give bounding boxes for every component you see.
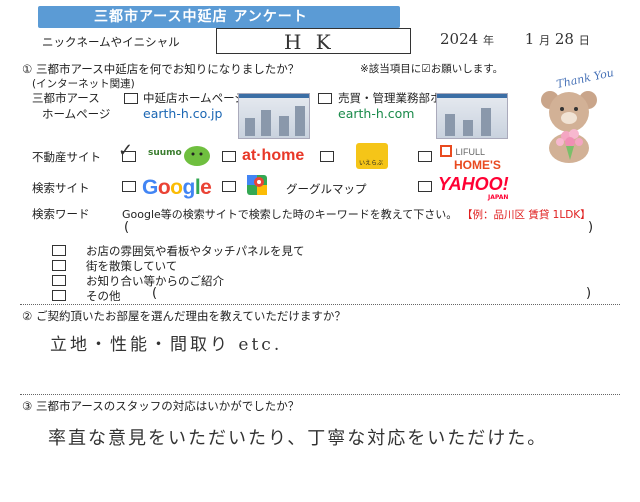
homepage-label-2: ホームページ	[42, 107, 111, 121]
survey-date: 2024 年 1 月 28 日	[440, 30, 590, 48]
sales-homepage-url[interactable]: earth-h.com	[338, 106, 415, 121]
checkbox-google-maps[interactable]	[222, 181, 236, 192]
checkbox-sales-homepage[interactable]	[318, 93, 332, 104]
nickname-field[interactable]	[216, 28, 411, 54]
nickname-label: ニックネームやイニシャル	[42, 35, 180, 49]
survey-title-band: 三都市アース中延店 アンケート	[38, 6, 400, 28]
google-maps-icon	[246, 174, 268, 201]
lifull-top-text: LIFULL	[455, 147, 486, 157]
realestate-label: 不動産サイト	[32, 150, 101, 164]
search-site-label: 検索サイト	[32, 181, 90, 195]
checkbox-note: ※該当項目に☑お願いします。	[360, 63, 504, 75]
survey-title: 三都市アース中延店 アンケート	[94, 9, 308, 25]
checkbox-suumo[interactable]	[122, 151, 136, 162]
thank-you-bear-illustration	[522, 70, 622, 165]
google-maps-label: グーグルマップ	[286, 182, 367, 196]
ieshil-logo: いえらぶ	[356, 143, 388, 169]
athome-logo: at·home	[242, 147, 305, 164]
question-3-answer[interactable]: 率直な意見をいただいたり、丁寧な対応をいただけた。	[48, 428, 548, 449]
search-keyword-instruction: Google等の検索サイトで検索した時のキーワードを教えて下さい。	[122, 208, 458, 221]
lifull-bottom-text: HOME'S	[454, 158, 501, 172]
yahoo-logo: YAHOO!	[438, 174, 509, 194]
date-month-unit: 月	[539, 34, 551, 47]
option-referral: お知り合い等からのご紹介	[86, 274, 224, 288]
keyword-paren-open: (	[124, 220, 130, 235]
suumo-text: suumo	[148, 148, 182, 158]
question-1: ① 三都市アース中延店を何でお知りになりましたか？	[22, 62, 300, 76]
search-keyword-label: 検索ワード	[32, 207, 90, 221]
section-divider-1	[20, 304, 620, 305]
suumo-logo: suumo	[148, 145, 214, 167]
shop-homepage-label: 中延店ホームページ	[143, 91, 246, 105]
keyword-answer-field[interactable]	[134, 222, 584, 236]
option-walking: 街を散策していて	[86, 259, 178, 273]
suumo-checkmark: ✓	[118, 140, 134, 161]
ieshil-text: いえらぶ	[359, 160, 384, 167]
checkbox-ieshil[interactable]	[320, 151, 334, 162]
option-other: その他	[86, 289, 121, 303]
other-paren-open: (	[152, 286, 158, 301]
date-month: 1	[524, 30, 535, 48]
checkbox-shop-homepage[interactable]	[124, 93, 138, 104]
option-store-atmosphere: お店の雰囲気や看板やタッチパネルを見て	[86, 244, 305, 258]
question-3: ③ 三都市アースのスタッフの対応はいかがでしたか？	[22, 399, 300, 413]
checkbox-athome[interactable]	[222, 151, 236, 162]
other-answer-field[interactable]	[162, 288, 582, 302]
yahoo-japan-text: JAPAN	[488, 194, 509, 201]
keyword-paren-close: )	[588, 220, 594, 235]
checkbox-google[interactable]	[122, 181, 136, 192]
question-2-answer[interactable]: 立地・性能・間取り etc.	[50, 335, 283, 355]
checkbox-other[interactable]	[52, 290, 66, 301]
question-2: ② ご契約頂いたお部屋を選んだ理由を教えていただけますか？	[22, 309, 346, 323]
search-keyword-example: 【例：品川区 賃貸 1LDK】	[462, 209, 591, 221]
question-1-sub: (インターネット関連)	[32, 78, 135, 90]
date-day-unit: 日	[578, 34, 590, 47]
other-paren-close: )	[586, 286, 592, 301]
shop-homepage-url[interactable]: earth-h.co.jp	[143, 106, 223, 121]
lifull-homes-logo: LIFULL HOME'S	[440, 145, 501, 172]
checkbox-yahoo[interactable]	[418, 181, 432, 192]
date-year: 2024	[440, 30, 479, 48]
checkbox-store-atmosphere[interactable]	[52, 245, 66, 256]
google-logo: Google	[142, 176, 212, 199]
checkbox-lifull[interactable]	[418, 151, 432, 162]
date-day: 28	[554, 30, 574, 48]
checkbox-walking[interactable]	[52, 260, 66, 271]
section-divider-2	[20, 394, 620, 395]
sales-homepage-thumbnail	[436, 93, 508, 139]
lifull-house-icon	[440, 145, 452, 157]
checkbox-referral[interactable]	[52, 275, 66, 286]
shop-homepage-thumbnail	[238, 93, 310, 139]
nickname-value: H K	[284, 30, 335, 54]
homepage-label-1: 三都市アース	[32, 91, 100, 105]
date-year-unit: 年	[482, 34, 494, 47]
